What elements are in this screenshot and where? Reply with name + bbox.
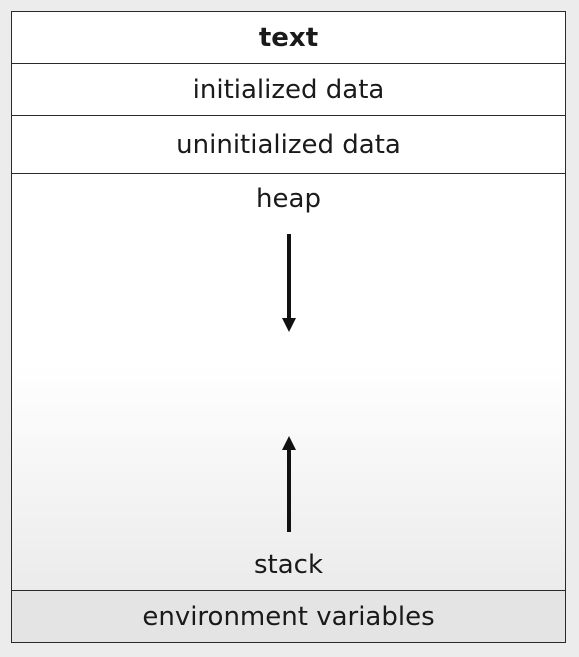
heap-arrow-down-icon [282, 234, 296, 332]
environment-variables-segment: environment variables [12, 590, 565, 642]
memory-layout-diagram: text initialized data uninitialized data… [11, 11, 566, 643]
uninitialized-data-segment: uninitialized data [12, 116, 565, 174]
initialized-data-segment: initialized data [12, 64, 565, 116]
growth-arrows [282, 234, 296, 532]
heap-label: heap [256, 184, 321, 214]
text-segment: text [12, 12, 565, 64]
stack-label: stack [253, 550, 324, 580]
stack-arrow-up-icon [282, 436, 296, 532]
